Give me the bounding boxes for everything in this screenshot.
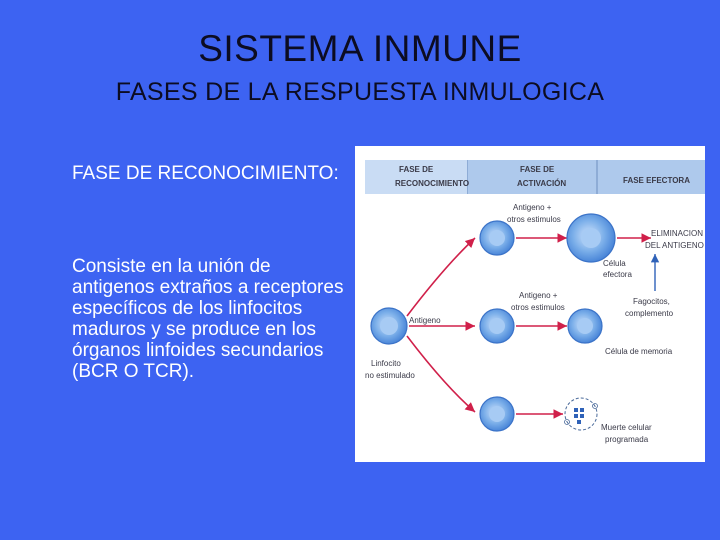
label-apoptosis-line2: programada (605, 435, 649, 444)
body-text: Consiste en la unión de antigenos extrañ… (72, 256, 344, 382)
label-antigen-left: Antigeno (409, 316, 441, 325)
header-phase1-line2: RECONOCIMIENTO (395, 179, 469, 188)
activated-cell-top-nucleus (489, 230, 505, 246)
slide-subtitle: FASES DE LA RESPUESTA INMULOGICA (115, 78, 605, 106)
apoptotic-cell-icon (564, 397, 598, 431)
arrow-to-activation-bottom (406, 335, 476, 413)
diagram-svg: FASE DE RECONOCIMIENTO FASE DE ACTIVACIÓ… (365, 160, 705, 444)
header-phase2-line1: FASE DE (520, 165, 555, 174)
arrow-to-activation-top (406, 237, 476, 317)
label-antigen-mid-line1: Antigeno + (519, 291, 558, 300)
label-elimination-line2: DEL ANTIGENO (645, 241, 704, 250)
label-elimination-line1: ELIMINACION (651, 229, 703, 238)
section-heading: FASE DE RECONOCIMIENTO: (72, 163, 339, 184)
naive-lymphocyte-nucleus (380, 317, 398, 335)
header-phase3: FASE EFECTORA (623, 176, 690, 185)
label-apoptosis-line1: Muerte celular (601, 423, 652, 432)
effector-cell-nucleus (581, 228, 601, 248)
label-naive-line1: Linfocito (371, 359, 401, 368)
header-phase1-line1: FASE DE (399, 165, 434, 174)
label-effector-line1: Célula (603, 259, 626, 268)
memory-cell-nucleus (577, 318, 593, 334)
label-antigen-top-line2: otros estimulos (507, 215, 561, 224)
immune-response-diagram: FASE DE RECONOCIMIENTO FASE DE ACTIVACIÓ… (355, 146, 705, 462)
label-antigen-mid-line2: otros estimulos (511, 303, 565, 312)
label-memory-cell: Célula de memoria (605, 347, 673, 356)
label-phagocytes-line1: Fagocitos, (633, 297, 670, 306)
header-cell-recognition (365, 160, 467, 194)
header-phase2-line2: ACTIVACIÓN (517, 179, 566, 188)
slide-title: SISTEMA INMUNE (198, 28, 522, 69)
label-phagocytes-line2: complemento (625, 309, 674, 318)
label-effector-line2: efectora (603, 270, 632, 279)
activated-cell-bottom-nucleus (489, 406, 505, 422)
label-naive-line2: no estimulado (365, 371, 415, 380)
label-antigen-top-line1: Antigeno + (513, 203, 552, 212)
activated-cell-mid-nucleus (489, 318, 505, 334)
